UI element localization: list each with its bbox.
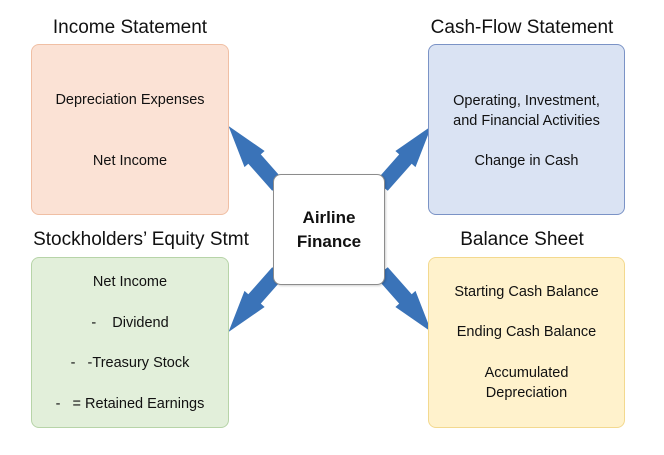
income-item-depreciation-expenses: Depreciation Expenses — [55, 92, 205, 108]
arrow-to-cash-flow-statement — [375, 126, 432, 191]
cashflow-item-activities-line1: Operating, Investment, — [453, 93, 600, 109]
arrow-to-balance-sheet — [375, 267, 432, 332]
equity-item-treasury-stock: - -Treasury Stock — [70, 355, 190, 371]
equity-item-dividend: - Dividend — [91, 315, 169, 331]
stockholders-equity-heading: Stockholders’ Equity Stmt — [33, 229, 249, 250]
income-item-net-income: Net Income — [92, 153, 168, 169]
balance-item-starting-cash: Starting Cash Balance — [454, 284, 599, 300]
cash-flow-statement-box: Operating, Investment, and Financial Act… — [428, 44, 625, 215]
equity-item-retained-earnings: - = Retained Earnings — [55, 396, 205, 412]
cashflow-item-activities-line2: and Financial Activities — [453, 113, 600, 129]
balance-item-accumulated: Accumulated — [484, 365, 569, 381]
cashflow-item-change-in-cash: Change in Cash — [474, 153, 579, 169]
arrow-to-income-statement — [228, 126, 285, 191]
stockholders-equity-box: Net Income - Dividend - -Treasury Stock … — [31, 257, 229, 428]
balance-sheet-heading: Balance Sheet — [460, 229, 584, 250]
balance-sheet-box: Starting Cash Balance Ending Cash Balanc… — [428, 257, 625, 428]
balance-item-depreciation: Depreciation — [485, 385, 568, 401]
balance-item-ending-cash: Ending Cash Balance — [456, 324, 597, 340]
income-statement-heading: Income Statement — [52, 17, 208, 38]
income-statement-box: Depreciation Expenses Net Income — [31, 44, 229, 215]
cash-flow-statement-heading: Cash-Flow Statement — [430, 17, 614, 38]
center-title-line2: Finance — [296, 232, 362, 251]
arrow-to-stockholders-equity — [228, 267, 285, 332]
center-title-line1: Airline — [302, 208, 356, 227]
equity-item-net-income: Net Income — [92, 274, 168, 290]
airline-finance-center-box: Airline Finance — [273, 174, 385, 285]
